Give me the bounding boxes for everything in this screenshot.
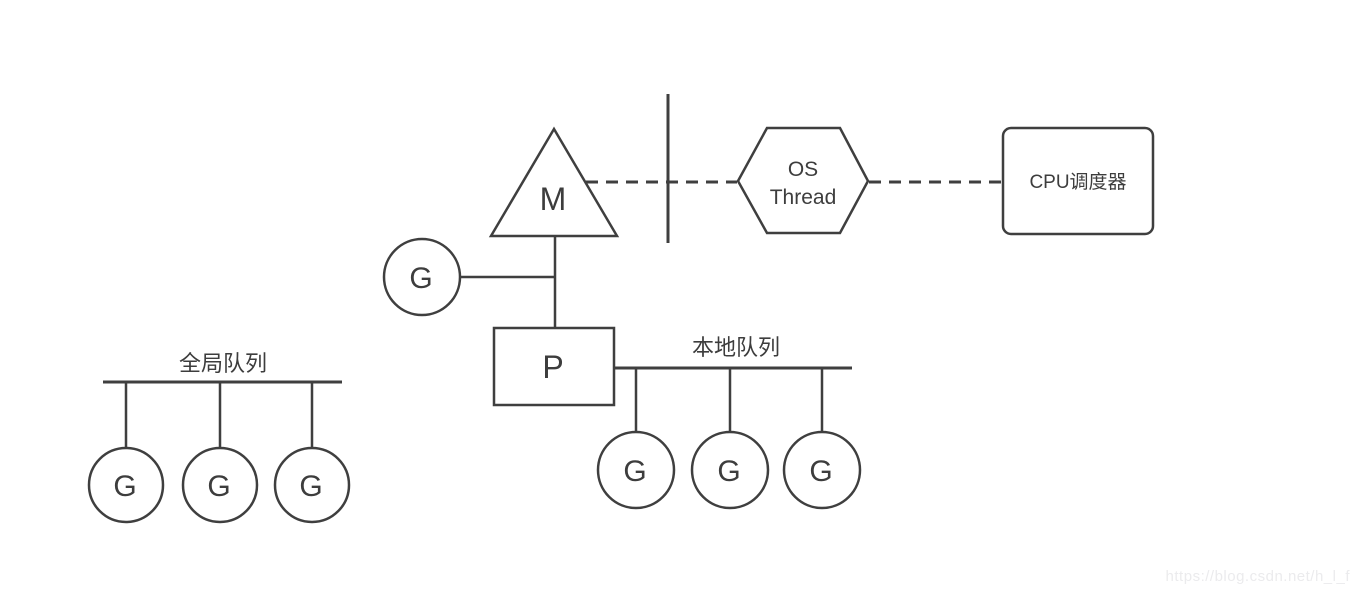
goroutine-label: G <box>207 470 230 503</box>
machine-label: M <box>540 181 567 217</box>
csdn-watermark: https://blog.csdn.net/h_l_f <box>1165 568 1350 585</box>
processor-label: P <box>542 349 563 385</box>
global-queue-group: 全局队列 G G G <box>87 351 351 524</box>
goroutine-node-local-1: G <box>596 430 676 510</box>
goroutine-circle <box>181 446 259 524</box>
local-queue-group: 本地队列 G G G <box>596 335 862 510</box>
goroutine-label: G <box>113 470 136 503</box>
local-queue-label: 本地队列 <box>692 335 780 360</box>
goroutine-circle <box>782 430 862 510</box>
goroutine-circle <box>87 446 165 524</box>
goroutine-node-waiting: G <box>382 237 555 317</box>
cpu-scheduler-rect <box>1001 126 1155 236</box>
machine-node-group: M <box>488 126 620 238</box>
goroutine-node-global-1: G <box>87 446 165 524</box>
goroutine-label: G <box>299 470 322 503</box>
os-thread-hexagon <box>736 126 870 235</box>
global-queue-label: 全局队列 <box>179 351 267 376</box>
cpu-scheduler-node-group: CPU调度器 <box>1001 126 1155 236</box>
cpu-scheduler-label: CPU调度器 <box>1029 171 1126 193</box>
goroutine-label: G <box>623 455 646 488</box>
goroutine-node-local-2: G <box>690 430 770 510</box>
goroutine-node-global-3: G <box>273 446 351 524</box>
goroutine-circle <box>596 430 676 510</box>
os-thread-label-line1: OS <box>788 158 818 181</box>
goroutine-node-global-2: G <box>181 446 259 524</box>
goroutine-circle <box>273 446 351 524</box>
goroutine-label: G <box>717 455 740 488</box>
os-thread-label-line2: Thread <box>770 186 837 209</box>
goroutine-node-local-3: G <box>782 430 862 510</box>
processor-node-group: P <box>492 326 616 407</box>
os-thread-node-group: OS Thread <box>736 126 870 235</box>
goroutine-circle <box>690 430 770 510</box>
goroutine-label: G <box>809 455 832 488</box>
goroutine-label: G <box>409 262 432 295</box>
